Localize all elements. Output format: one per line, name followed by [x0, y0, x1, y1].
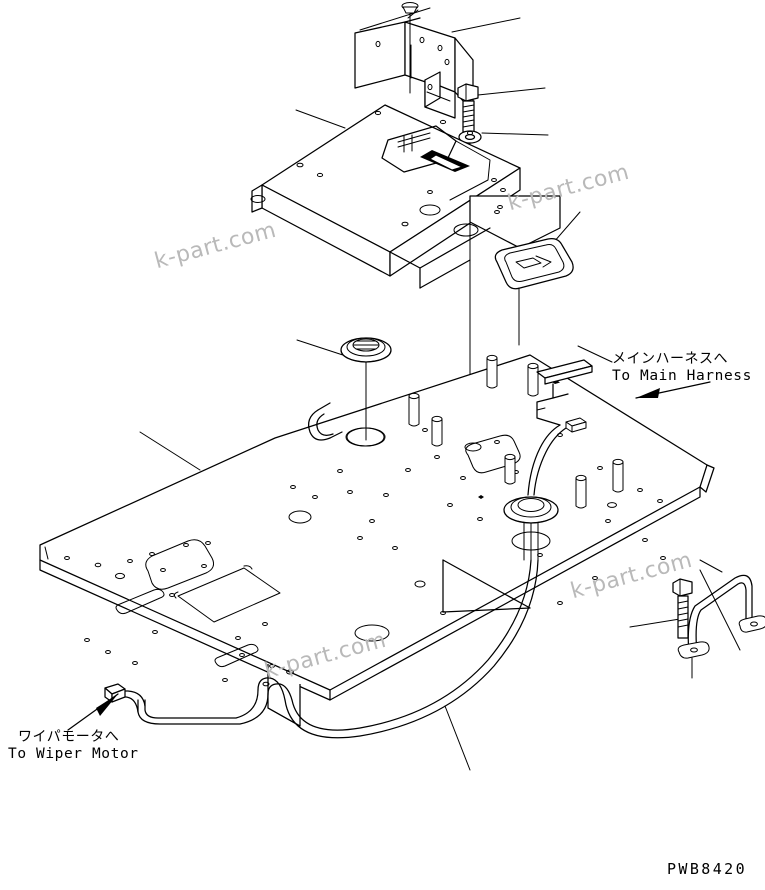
harness-clamp	[536, 359, 593, 433]
rectangular-grommet	[494, 238, 574, 346]
round-grommet-left	[340, 337, 392, 447]
harness-connector	[104, 683, 126, 703]
upper-bracket	[354, 17, 474, 119]
handrail	[677, 574, 765, 679]
hex-bolt-upper	[457, 83, 479, 133]
callout-wiper-motor-english: To Wiper Motor	[8, 745, 139, 762]
callout-arrows	[67, 381, 711, 731]
callout-main-harness-english: To Main Harness	[612, 367, 752, 384]
callout-main-harness-japanese: メインハーネスへ	[612, 351, 728, 367]
round-grommet-harness	[503, 496, 559, 563]
callout-main-harness: メインハーネスへ To Main Harness	[612, 351, 752, 384]
leader-lines	[139, 7, 741, 771]
floor-plate	[39, 354, 715, 727]
part-number: PWB8420	[666, 860, 747, 878]
callout-wiper-motor-japanese: ワイパモータへ	[18, 729, 120, 745]
callout-wiper-motor: ワイパモータへ To Wiper Motor	[8, 729, 139, 762]
wiring-harness	[117, 424, 567, 739]
control-box-cover	[250, 104, 561, 289]
handrail-bolt	[672, 578, 693, 639]
spacer-collars	[408, 354, 624, 509]
pan-screw	[401, 2, 419, 23]
